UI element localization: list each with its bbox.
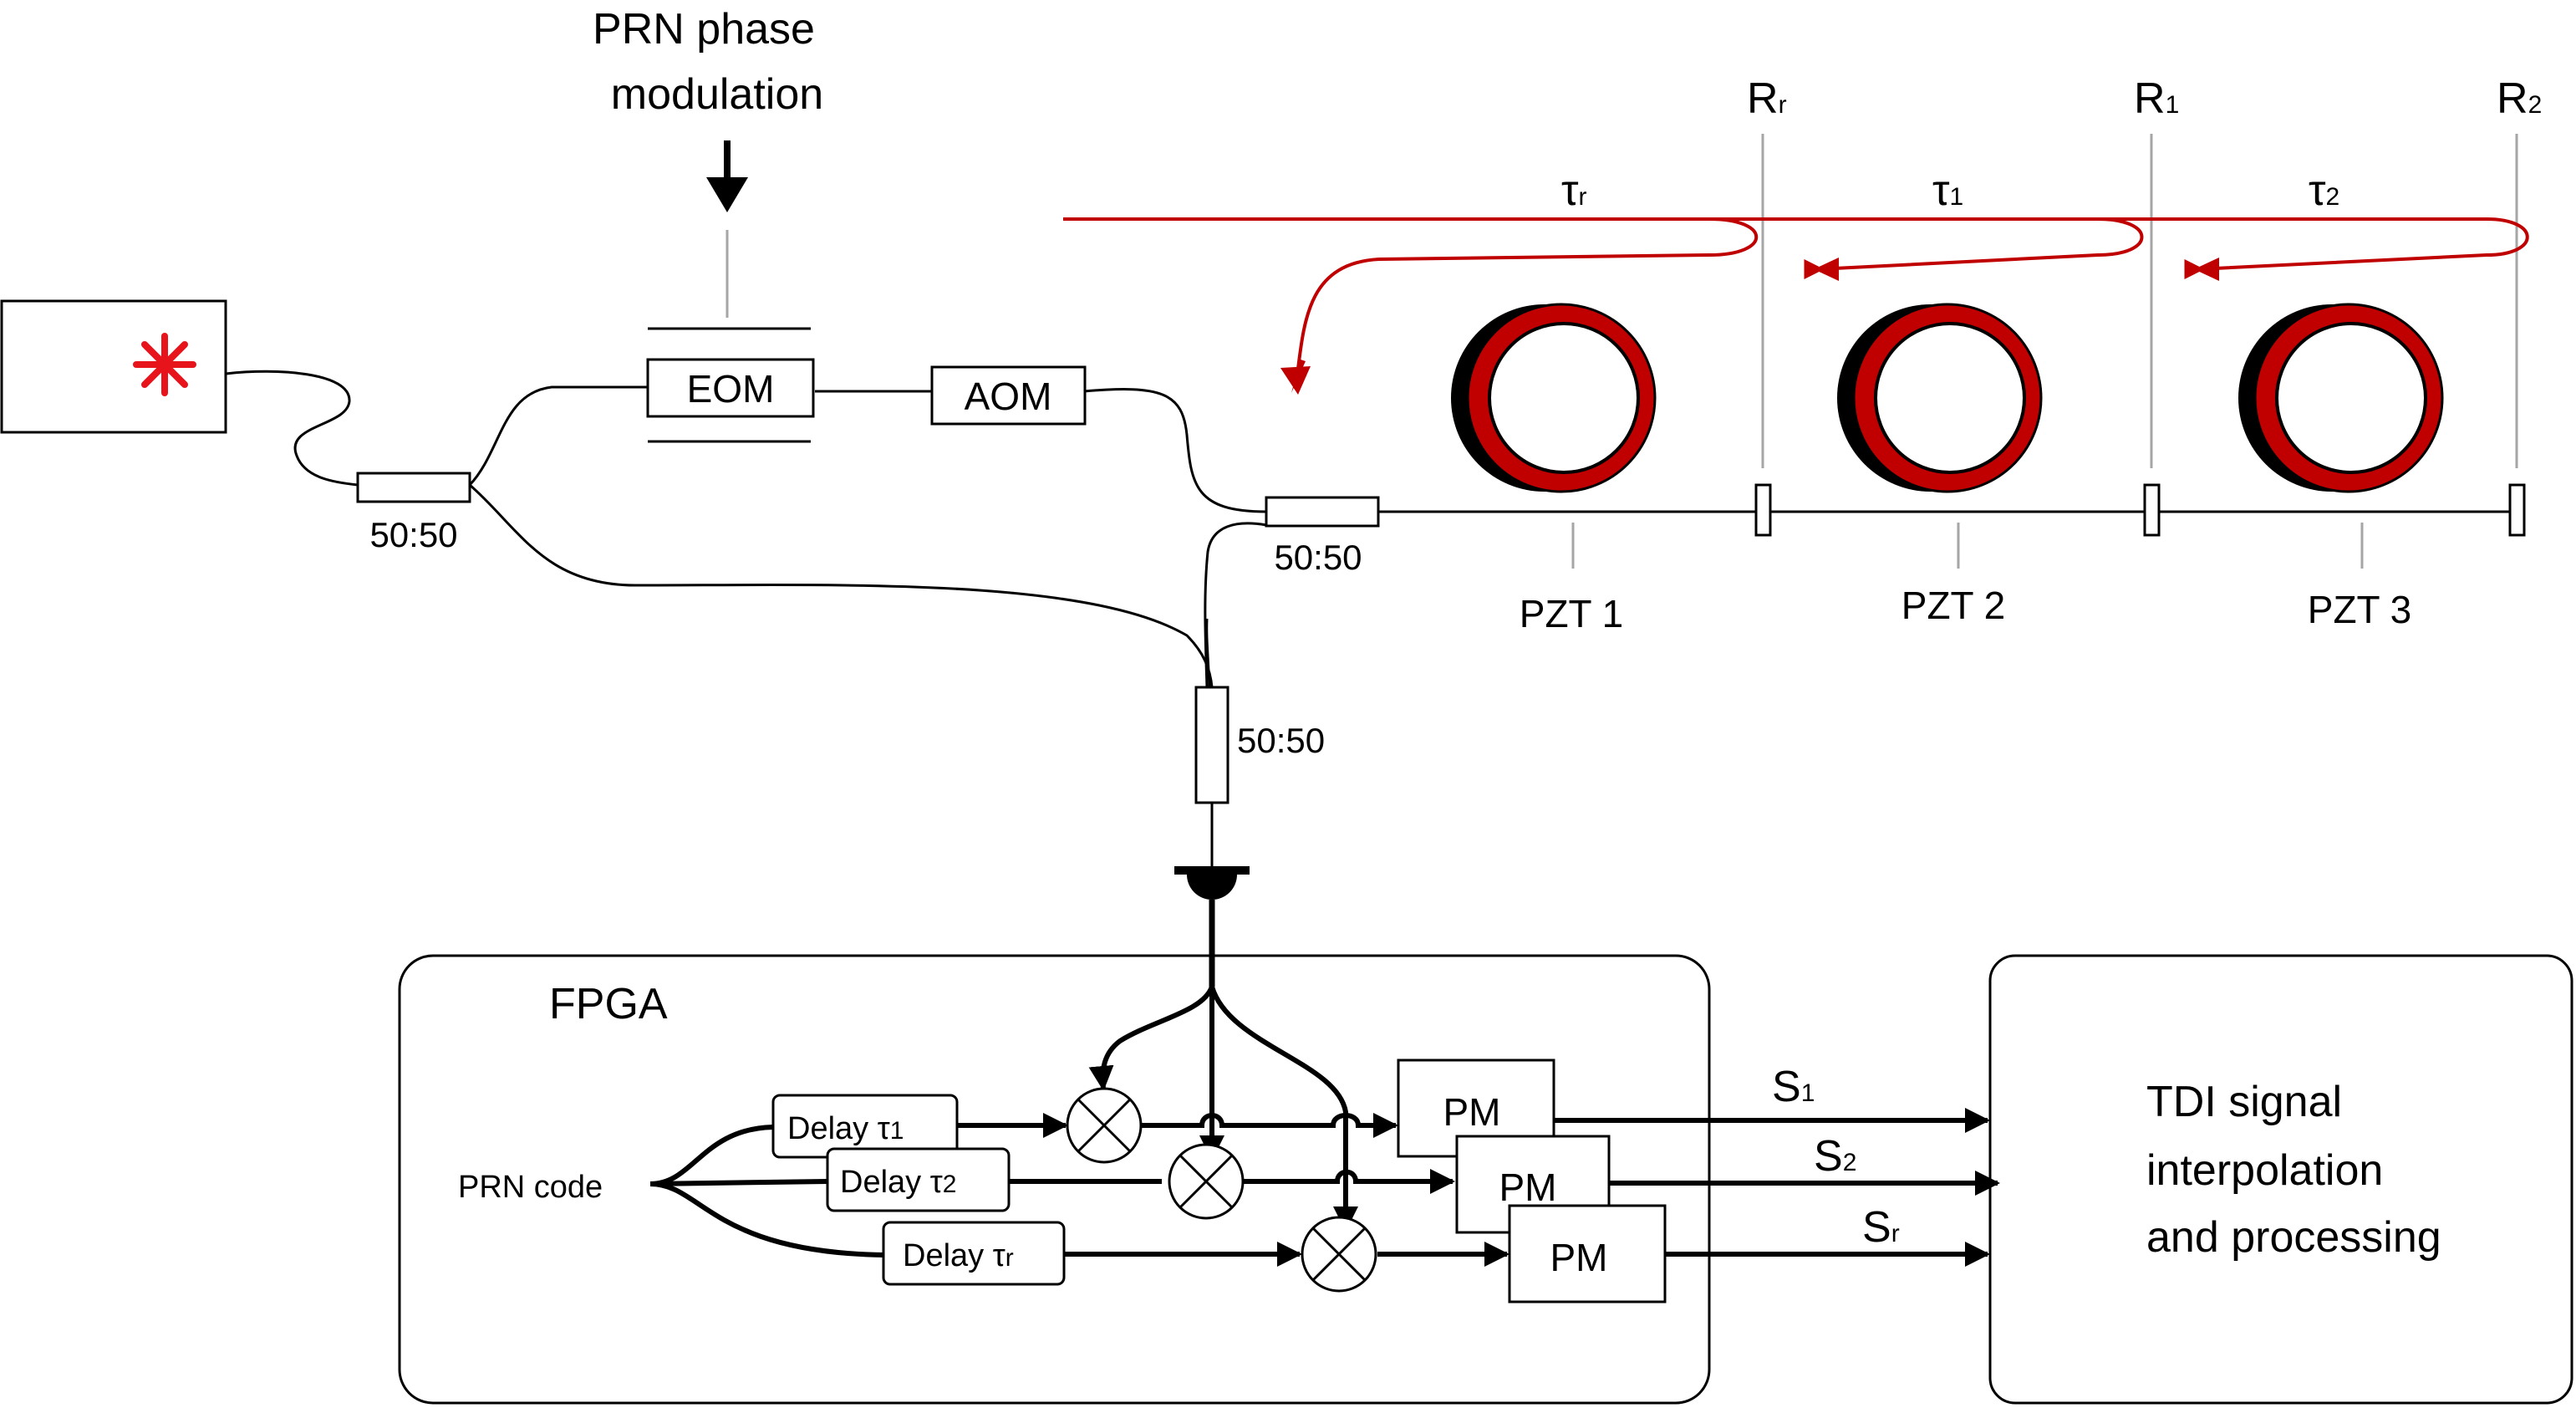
optical-fibers [225,370,2520,868]
pzt-1: PZT 1 [1451,303,1657,635]
photodetector-icon [1174,866,1250,987]
pzt-3: PZT 3 [2238,303,2444,631]
reflector-r1-label: R [2134,74,2166,123]
reflector-r2-label: R [2497,74,2528,123]
reflector-rr: Rr [1747,74,1787,537]
pzt-3-label: PZT 3 [2308,588,2411,631]
tau-r-sub: r [1579,183,1587,211]
splitter-2: 50:50 [1265,496,1380,577]
tau-r-label: τ [1561,166,1579,215]
splitter-3-label: 50:50 [1237,721,1325,760]
mixer-3 [1301,1216,1377,1293]
delay-paths [1063,217,2529,390]
pm-1-label: PM [1443,1090,1501,1134]
laser-source [0,299,227,434]
mixer-icon [1168,1143,1245,1220]
reflector-r1: R1 [2134,74,2179,537]
delay-2-sub: 2 [943,1171,957,1198]
pm-2-label: PM [1499,1166,1557,1209]
s2-label: S [1814,1132,1843,1181]
delay-r-block: Delay τr [882,1221,1066,1286]
svg-text:Delay τr: Delay τr [903,1238,1014,1273]
s1-sub: 1 [1801,1079,1815,1107]
mixer-icon [1301,1216,1377,1293]
sr-label: S [1862,1203,1891,1252]
reflector-rr-sub: r [1779,91,1787,119]
svg-text:Delay τ2: Delay τ2 [840,1165,956,1200]
splitter-2-label: 50:50 [1274,538,1362,577]
delay-2-label: Delay τ [840,1165,943,1200]
prn-code-label: PRN code [458,1170,603,1205]
s2-sub: 2 [1843,1149,1857,1176]
prn-phase-modulation-label: PRN phase modulation [593,5,823,318]
delay-r-sub: r [1005,1244,1014,1272]
pzt-2: PZT 2 [1837,303,2043,627]
pm-3-block: PM [1508,1204,1667,1303]
prn-phase-label-line1: PRN phase [593,5,815,54]
output-lines [1554,1108,2000,1267]
fpga-title: FPGA [549,980,668,1028]
delay-2-block: Delay τ2 [826,1147,1011,1212]
fiber-coil-icon [1451,303,1657,493]
pzt-2-label: PZT 2 [1901,584,2005,627]
processing-line-3: and processing [2146,1213,2441,1262]
splitter-3: 50:50 [1194,686,1325,804]
delay-r-label: Delay τ [903,1238,1005,1273]
sr-sub: r [1891,1220,1900,1247]
prn-phase-label-line2: modulation [611,70,823,119]
svg-text:Delay τ1: Delay τ1 [787,1111,904,1146]
svg-text:τ2: τ2 [2309,166,2339,215]
laser-source-icon [133,333,196,396]
processing-line-1: TDI signal [2146,1078,2342,1126]
tau-1-label: τ [1932,166,1950,215]
mixer-2 [1168,1143,1245,1220]
return-arrow-icon [1280,366,1311,395]
svg-text:R1: R1 [2134,74,2179,123]
svg-text:τ1: τ1 [1932,166,1963,215]
delay-labels: τr τ1 τ2 [1561,166,2339,215]
splitter-1: 50:50 [356,472,471,554]
delay-1-sub: 1 [890,1117,904,1145]
down-arrow-icon [706,177,748,212]
aom-label: AOM [965,375,1052,418]
mixer-icon [1066,1087,1143,1164]
reflector-rr-label: R [1747,74,1779,123]
svg-text:S1: S1 [1772,1063,1815,1111]
fiber-coil-icon [2238,303,2444,493]
reflector-r1-sub: 1 [2166,91,2180,119]
pzt-1-label: PZT 1 [1520,592,1623,635]
tau-2-label: τ [2309,166,2326,215]
tau-2-sub: 2 [2326,183,2340,211]
fiber-coil-icon [1837,303,2043,493]
splitter-1-label: 50:50 [369,515,457,554]
svg-text:Rr: Rr [1747,74,1787,123]
pm-3-label: PM [1550,1236,1608,1279]
aom-block: AOM [930,365,1087,426]
mixer-1 [1066,1087,1143,1164]
svg-text:R2: R2 [2497,74,2542,123]
processing-block: TDI signal interpolation and processing [1988,954,2573,1405]
delay-1-label: Delay τ [787,1111,890,1146]
svg-text:S2: S2 [1814,1132,1856,1181]
fpga-block: FPGA PRN code [398,954,1711,1405]
svg-text:Sr: Sr [1862,1203,1900,1252]
s1-label: S [1772,1063,1801,1111]
eom-block: EOM [646,327,815,443]
fpga-wiring [649,985,1509,1267]
svg-text:τr: τr [1561,166,1587,215]
reflector-r2: R2 [2497,74,2542,537]
delay-1-block: Delay τ1 [771,1094,959,1159]
reflector-r2-sub: 2 [2528,91,2543,119]
processing-line-2: interpolation [2146,1146,2383,1195]
output-labels: S1 S2 Sr [1772,1063,1900,1252]
tau-1-sub: 1 [1950,183,1964,211]
eom-label: EOM [687,367,775,411]
